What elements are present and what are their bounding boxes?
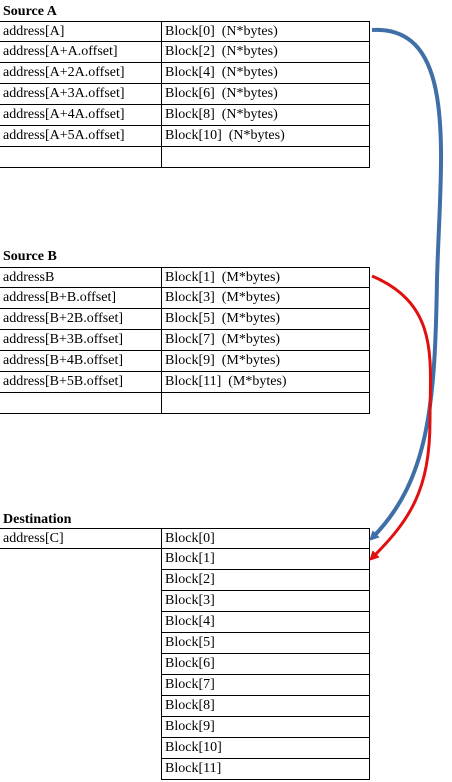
source-a-address-cell: address[A+4A.offset] <box>0 105 162 126</box>
source-a-address-cell: address[A+2A.offset] <box>0 63 162 84</box>
source-a-block-cell <box>161 147 370 168</box>
source-b-block-cell: Block[11] (M*bytes) <box>161 372 370 393</box>
destination-block-cell: Block[6] <box>161 654 370 675</box>
source-b-address-cell: address[B+2B.offset] <box>0 309 162 330</box>
source-a-block-cell: Block[0] (N*bytes) <box>161 21 370 42</box>
destination-block-cell: Block[1] <box>161 549 370 570</box>
source-b-address-cell: addressB <box>0 267 162 288</box>
source-b-address-cell: address[B+4B.offset] <box>0 351 162 372</box>
source-b-block-cell: Block[7] (M*bytes) <box>161 330 370 351</box>
destination-address-cell: address[C] <box>0 528 162 549</box>
source-a-address-cell: address[A+A.offset] <box>0 42 162 63</box>
source-b-address-cell <box>0 393 162 414</box>
destination-block-cell: Block[10] <box>161 738 370 759</box>
destination-block-cell: Block[7] <box>161 675 370 696</box>
source-a-address-cell: address[A+3A.offset] <box>0 84 162 105</box>
source-a-address-cell: address[A] <box>0 21 162 42</box>
source-a-block-cell: Block[4] (N*bytes) <box>161 63 370 84</box>
source-b-block-cell: Block[1] (M*bytes) <box>161 267 370 288</box>
source-a-address-cell <box>0 147 162 168</box>
destination-block-cell: Block[4] <box>161 612 370 633</box>
source-b-title: Source B <box>3 249 57 264</box>
destination-block-cell: Block[5] <box>161 633 370 654</box>
destination-block-cell: Block[2] <box>161 570 370 591</box>
source-b-block-cell: Block[5] (M*bytes) <box>161 309 370 330</box>
destination-block-cell: Block[0] <box>161 528 370 549</box>
source-b-block-cell: Block[3] (M*bytes) <box>161 288 370 309</box>
source-b-address-cell: address[B+B.offset] <box>0 288 162 309</box>
source-a-block-cell: Block[10] (N*bytes) <box>161 126 370 147</box>
destination-block-cell: Block[3] <box>161 591 370 612</box>
source-b-arrow <box>369 274 433 561</box>
destination-block-cell: Block[8] <box>161 696 370 717</box>
destination-title: Destination <box>3 512 72 527</box>
destination-block-cell: Block[9] <box>161 717 370 738</box>
source-a-block-cell: Block[6] (N*bytes) <box>161 84 370 105</box>
source-b-block-cell: Block[9] (M*bytes) <box>161 351 370 372</box>
source-a-title: Source A <box>3 4 57 19</box>
destination-block-cell: Block[11] <box>161 759 370 780</box>
source-a-block-cell: Block[2] (N*bytes) <box>161 42 370 63</box>
source-b-block-cell <box>161 393 370 414</box>
source-a-block-cell: Block[8] (N*bytes) <box>161 105 370 126</box>
source-b-address-cell: address[B+3B.offset] <box>0 330 162 351</box>
source-a-address-cell: address[A+5A.offset] <box>0 126 162 147</box>
source-a-arrow <box>369 27 443 541</box>
source-b-address-cell: address[B+5B.offset] <box>0 372 162 393</box>
